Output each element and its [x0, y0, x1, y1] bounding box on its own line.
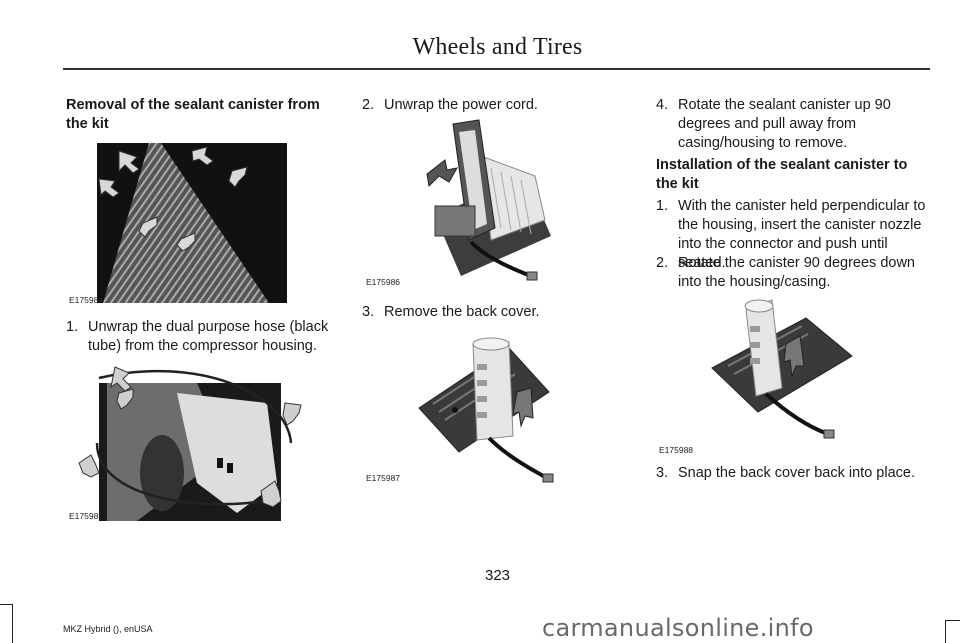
step-text: Rotate the sealant canister up 90 degree… [678, 97, 891, 151]
figure-e175986 [415, 116, 553, 288]
figure-e175988 [706, 296, 856, 446]
figure-e175987 [413, 334, 563, 490]
watermark: carmanualsonline.info [542, 614, 814, 642]
step-number: 2. [362, 97, 375, 113]
removal-heading: Removal of the sealant canister from the… [66, 97, 320, 132]
step-text: Rotate the canister 90 degrees down into… [678, 255, 915, 290]
step-text: Unwrap the dual purpose hose (black tube… [88, 319, 329, 354]
crop-mark [945, 620, 946, 643]
figure-code: E175984 [69, 295, 104, 305]
figure-e175985 [77, 363, 309, 521]
step-text: Remove the back cover. [384, 304, 540, 320]
crop-mark [0, 604, 12, 605]
header-divider [63, 68, 930, 70]
figure-code: E175986 [366, 277, 401, 287]
footer-model: MKZ Hybrid (), enUSA [63, 624, 153, 634]
installation-heading: Installation of the sealant canister to … [656, 157, 908, 192]
step-number: 3. [362, 304, 375, 320]
step-text: Snap the back cover back into place. [678, 465, 915, 481]
figure-code: E175988 [659, 445, 694, 455]
step-text: With the canister held perpendicular to … [678, 198, 926, 271]
figure-e175984 [97, 143, 287, 303]
figure-code: E175985 [69, 511, 104, 521]
step-number: 1. [656, 198, 669, 214]
step-text: Unwrap the power cord. [384, 97, 538, 113]
figure-code: E175987 [366, 473, 401, 483]
step-number: 2. [656, 255, 669, 271]
crop-mark [946, 620, 960, 621]
page-title: Wheels and Tires [412, 34, 583, 60]
step-number: 3. [656, 465, 669, 481]
page-number: 323 [484, 567, 511, 584]
step-number: 1. [66, 319, 79, 335]
step-number: 4. [656, 97, 669, 113]
crop-mark [12, 604, 13, 643]
